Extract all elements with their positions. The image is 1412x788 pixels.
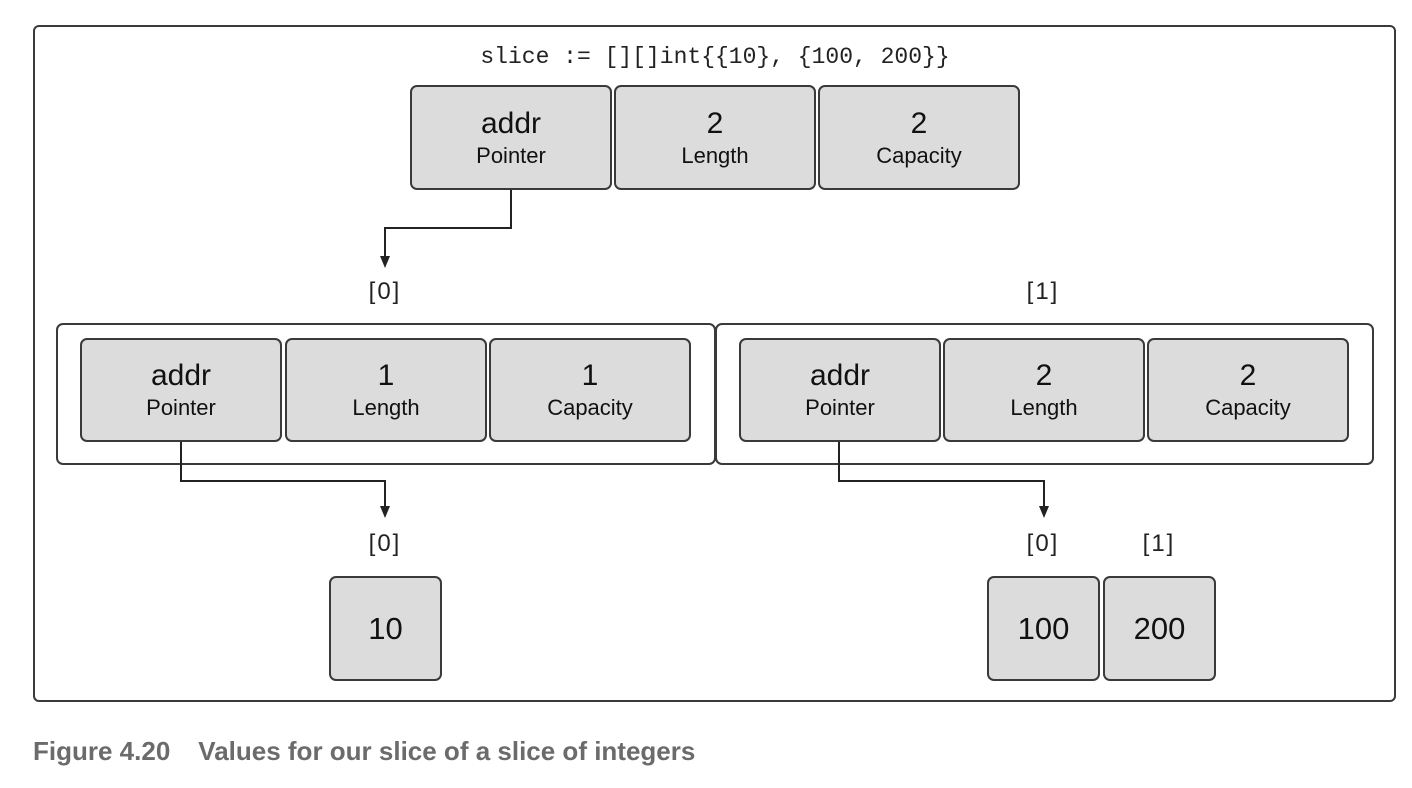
element-value: 100 xyxy=(1017,610,1070,646)
array0-element-0: 10 xyxy=(329,576,442,681)
figure-title: Values for our slice of a slice of integ… xyxy=(198,736,696,766)
cell-value: 2 xyxy=(1035,359,1053,392)
inner-index-0: [0] xyxy=(368,278,402,305)
inner0-capacity-cell: 1 Capacity xyxy=(489,338,691,442)
outer-length-cell: 2 Length xyxy=(614,85,816,190)
cell-value: 1 xyxy=(581,359,599,392)
inner1-pointer-arrow xyxy=(838,442,1045,508)
inner-index-1: [1] xyxy=(1026,278,1060,305)
cell-label: Pointer xyxy=(146,395,216,420)
cell-label: Length xyxy=(1010,395,1078,420)
arrow-head xyxy=(380,506,390,518)
cell-label: Length xyxy=(352,395,420,420)
figure-number: Figure 4.20 xyxy=(33,736,171,766)
cell-label: Length xyxy=(681,142,749,168)
cell-label: Pointer xyxy=(476,142,546,168)
cell-label: Capacity xyxy=(1205,395,1291,420)
inner0-pointer-arrow xyxy=(180,442,386,508)
inner1-length-cell: 2 Length xyxy=(943,338,1145,442)
inner0-length-cell: 1 Length xyxy=(285,338,487,442)
cell-value: 2 xyxy=(910,106,928,140)
outer-pointer-arrow xyxy=(384,190,512,258)
outer-capacity-cell: 2 Capacity xyxy=(818,85,1020,190)
cell-label: Capacity xyxy=(876,142,962,168)
inner1-pointer-cell: addr Pointer xyxy=(739,338,941,442)
figure-caption: Figure 4.20 Values for our slice of a sli… xyxy=(33,736,695,767)
cell-value: 2 xyxy=(706,106,724,140)
arrow-head xyxy=(380,256,390,268)
cell-value: addr xyxy=(150,359,212,392)
cell-value: addr xyxy=(809,359,871,392)
cell-value: addr xyxy=(480,106,542,140)
element-value: 10 xyxy=(368,610,403,646)
inner0-pointer-cell: addr Pointer xyxy=(80,338,282,442)
code-declaration: slice := [][]int{{10}, {100, 200}} xyxy=(480,44,950,70)
array0-index-0: [0] xyxy=(368,530,402,557)
array1-index-1: [1] xyxy=(1142,530,1176,557)
array1-element-0: 100 xyxy=(987,576,1100,681)
element-value: 200 xyxy=(1133,610,1186,646)
outer-pointer-cell: addr Pointer xyxy=(410,85,612,190)
array1-element-1: 200 xyxy=(1103,576,1216,681)
cell-label: Pointer xyxy=(805,395,875,420)
cell-label: Capacity xyxy=(547,395,633,420)
cell-value: 1 xyxy=(377,359,395,392)
diagram-frame xyxy=(33,25,1396,702)
cell-value: 2 xyxy=(1239,359,1257,392)
inner1-capacity-cell: 2 Capacity xyxy=(1147,338,1349,442)
arrow-head xyxy=(1039,506,1049,518)
array1-index-0: [0] xyxy=(1026,530,1060,557)
